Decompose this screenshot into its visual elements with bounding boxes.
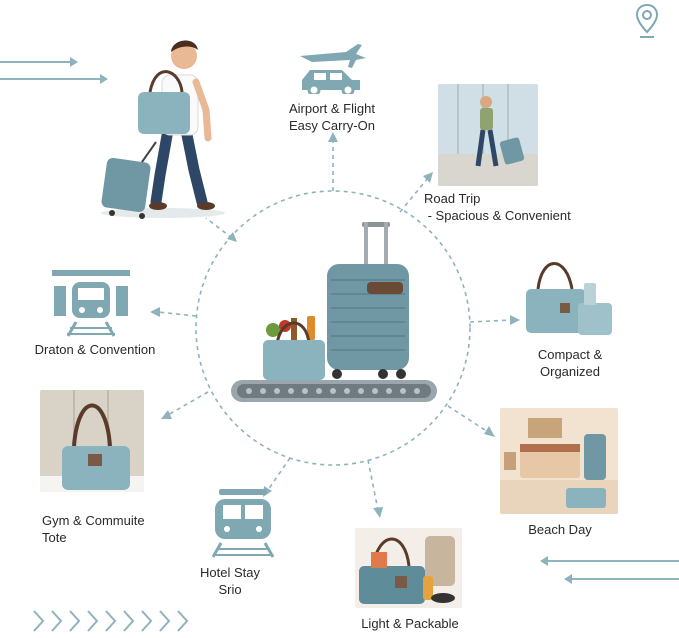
chevron-right-icon (33, 610, 189, 632)
airport-label: Airport & Flight Easy Carry-On (289, 101, 375, 133)
gym-tote-photo (40, 390, 144, 492)
compact-label: Compact & Organized (537, 347, 603, 379)
train-station-icon (52, 270, 130, 337)
compact-bags-illustration (526, 262, 612, 335)
draton-label: Draton & Convention (34, 342, 156, 357)
light-packable-photo (355, 528, 462, 608)
beach-label: Beach Day (528, 522, 592, 537)
decorative-arrows-bottom-right (540, 556, 679, 584)
location-pin-icon (635, 3, 659, 38)
train-icon (211, 489, 275, 558)
central-suitcase-illustration (231, 222, 437, 402)
road-trip-photo (438, 84, 538, 186)
traveler-illustration (101, 40, 225, 219)
beach-day-photo (500, 408, 618, 514)
decorative-arrows-top-left (0, 57, 108, 84)
hotel-label: Hotel Stay Srio (200, 565, 260, 597)
plane-and-car-icon (300, 44, 366, 94)
light-label: Light & Packable (361, 616, 459, 631)
road-trip-label: Road Trip - Spacious & Convenient (424, 191, 571, 223)
gym-label: Gym & Commuite Tote (42, 513, 145, 545)
